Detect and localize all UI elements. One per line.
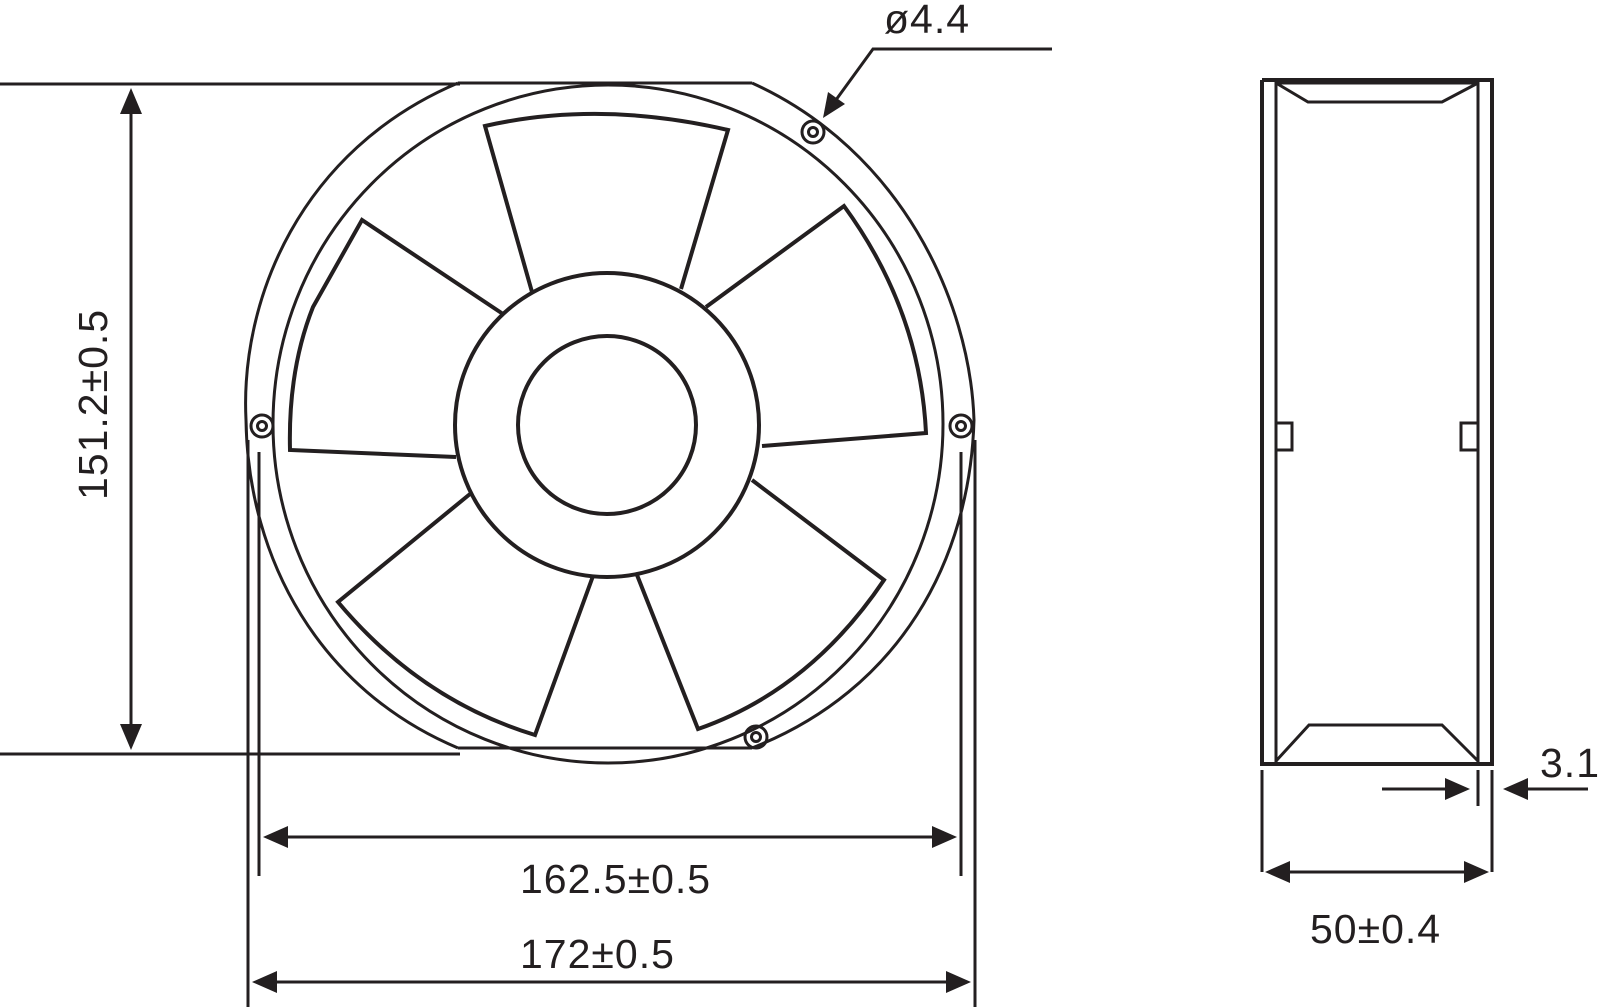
height-label: 151.2±0.5 [70, 309, 116, 500]
frame-outline [244, 81, 976, 765]
hole-diameter-label: ø4.4 [884, 0, 970, 42]
front-view: ø4.4 151.2±0.5 162.5±0.5 172± [0, 0, 1052, 1007]
depth-label: 50±0.4 [1310, 906, 1441, 952]
overall-width-label: 172±0.5 [520, 931, 675, 977]
flange-label: 3.1 [1540, 740, 1600, 786]
depth-dimension: 50±0.4 [1260, 770, 1494, 952]
side-body [1260, 78, 1494, 766]
fan-hub [453, 271, 761, 579]
mounting-hole-icon [743, 724, 769, 750]
mounting-hole-icon [249, 413, 275, 439]
fan-blade [704, 203, 929, 448]
fan-blade [482, 111, 731, 293]
mounting-holes [249, 119, 974, 750]
hole-leader: ø4.4 [823, 0, 1052, 118]
fan-blade [335, 492, 595, 738]
mounting-hole-icon [948, 413, 974, 439]
fan-blade [287, 217, 505, 459]
hole-spacing-label: 162.5±0.5 [520, 856, 711, 902]
side-view: 50±0.4 3.1 [1260, 78, 1600, 952]
height-dimension: 151.2±0.5 [0, 82, 460, 756]
mounting-hole-icon [800, 119, 826, 145]
flange-dimension: 3.1 [1382, 740, 1600, 810]
hole-spacing-dimension: 162.5±0.5 [257, 452, 963, 902]
fan-blades [287, 111, 929, 738]
fan-blade [635, 478, 887, 732]
overall-width-dimension: 172±0.5 [246, 440, 977, 1007]
